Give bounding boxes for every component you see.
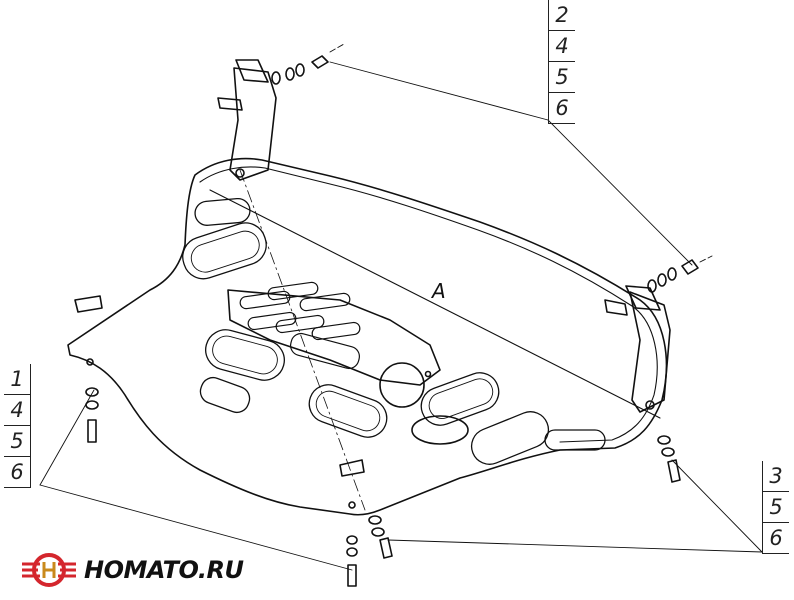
centre-line xyxy=(239,169,366,511)
oval-boss xyxy=(411,415,469,445)
drain-hole xyxy=(379,362,425,408)
clip-left xyxy=(74,295,103,313)
brand-emblem-icon xyxy=(22,553,76,587)
callout-number: 6 xyxy=(762,523,789,554)
vent-slots xyxy=(239,281,361,370)
callout-number: 5 xyxy=(548,62,575,93)
fold-line xyxy=(209,189,661,419)
callout-number: 4 xyxy=(4,395,31,426)
callout-number: 5 xyxy=(762,492,789,523)
brand-name: HOMATO.RU xyxy=(84,556,244,584)
callout-left: 1 4 5 6 xyxy=(4,364,31,488)
plate-label: A xyxy=(430,279,446,303)
raised-panel xyxy=(227,289,441,386)
callout-number: 5 xyxy=(4,426,31,457)
bolt-bottom xyxy=(346,515,393,587)
bolt-left xyxy=(85,387,99,443)
callout-number: 6 xyxy=(4,457,31,488)
callout-number: 2 xyxy=(548,0,575,31)
skid-plate-inner-edge xyxy=(199,166,658,443)
bolt-right xyxy=(657,435,681,483)
callout-top: 2 4 5 6 xyxy=(548,0,575,124)
bolt-top xyxy=(271,55,329,85)
callout-number: 1 xyxy=(4,364,31,395)
slot-group xyxy=(182,197,606,465)
leader-lines xyxy=(39,43,763,571)
callout-number: 4 xyxy=(548,31,575,62)
bracket-right xyxy=(604,285,671,413)
drain-hole-small xyxy=(424,370,432,378)
bracket-left xyxy=(217,59,277,181)
callout-right: 3 5 6 xyxy=(762,461,789,554)
callout-number: 6 xyxy=(548,93,575,124)
clip-bottom xyxy=(339,459,365,477)
bolt-right-top xyxy=(647,259,699,293)
brand-logo[interactable]: HOMATO.RU xyxy=(20,547,244,593)
skid-plate-outline xyxy=(67,157,668,516)
mount-hole xyxy=(348,501,356,509)
mount-hole xyxy=(86,358,94,366)
callout-number: 3 xyxy=(762,461,789,492)
